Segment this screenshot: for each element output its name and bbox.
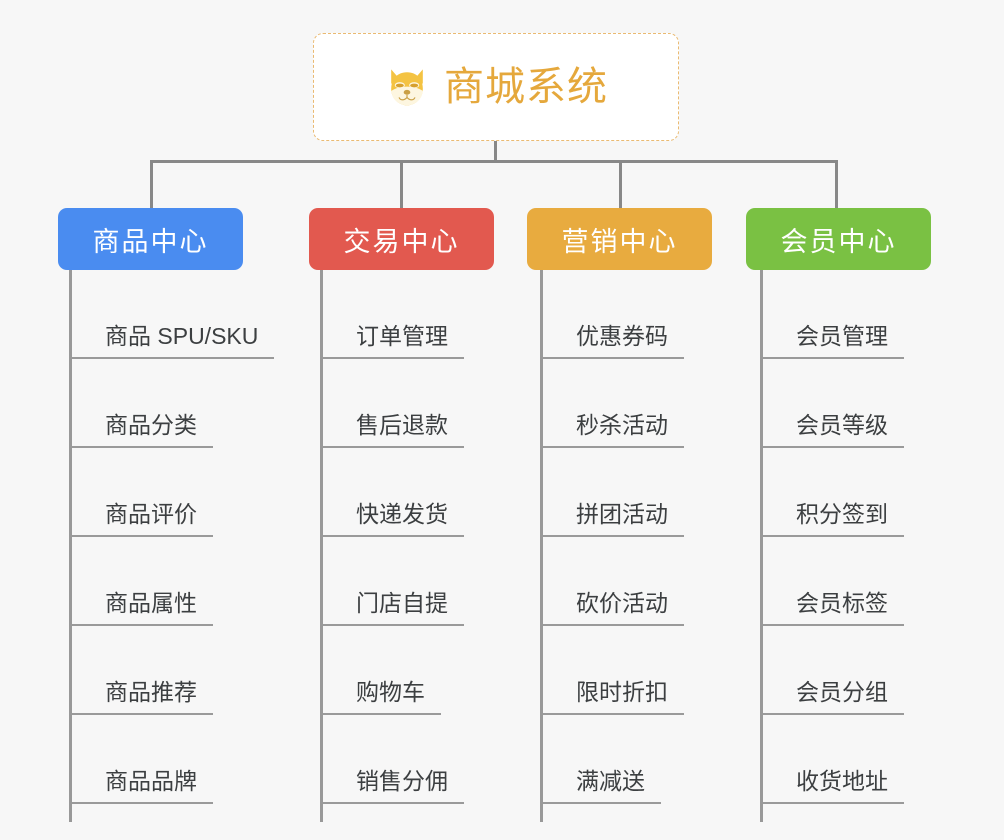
leaf-item[interactable]: 砍价活动 xyxy=(540,537,770,626)
leaf-label: 商品推荐 xyxy=(72,679,213,715)
leaf-label: 优惠券码 xyxy=(543,323,684,359)
leaf-item[interactable]: 拼团活动 xyxy=(540,448,770,537)
leaf-label: 商品属性 xyxy=(72,590,213,626)
leaf-label: 商品分类 xyxy=(72,412,213,448)
leaf-label: 会员管理 xyxy=(763,323,904,359)
column-spine xyxy=(320,270,323,822)
leaf-item[interactable]: 会员分组 xyxy=(760,626,990,715)
leaf-label: 会员分组 xyxy=(763,679,904,715)
leaf-item[interactable]: 售后退款 xyxy=(320,359,550,448)
leaf-label: 商品评价 xyxy=(72,501,213,537)
leaf-label: 积分签到 xyxy=(763,501,904,537)
leaf-label: 拼团活动 xyxy=(543,501,684,537)
dog-face-icon xyxy=(391,69,423,106)
leaf-item[interactable]: 会员标签 xyxy=(760,537,990,626)
leaf-column-trade: 订单管理 售后退款 快递发货 门店自提 购物车 销售分佣 xyxy=(320,270,550,822)
leaf-label: 销售分佣 xyxy=(323,768,464,804)
leaf-item[interactable]: 商品品牌 xyxy=(69,715,299,804)
dog-nose xyxy=(403,89,411,95)
leaf-label: 订单管理 xyxy=(323,323,464,359)
leaf-item[interactable]: 优惠券码 xyxy=(540,270,770,359)
leaf-column-product: 商品 SPU/SKU 商品分类 商品评价 商品属性 商品推荐 商品品牌 xyxy=(69,270,299,822)
leaf-label: 售后退款 xyxy=(323,412,464,448)
leaf-item[interactable]: 秒杀活动 xyxy=(540,359,770,448)
leaf-item[interactable]: 商品评价 xyxy=(69,448,299,537)
leaf-item[interactable]: 会员管理 xyxy=(760,270,990,359)
leaf-label: 砍价活动 xyxy=(543,590,684,626)
leaf-item[interactable]: 商品推荐 xyxy=(69,626,299,715)
leaf-item[interactable]: 门店自提 xyxy=(320,537,550,626)
category-label: 交易中心 xyxy=(343,226,460,257)
category-box-marketing[interactable]: 营销中心 xyxy=(527,208,712,270)
leaf-label: 收货地址 xyxy=(763,768,904,804)
column-spine xyxy=(69,270,72,822)
leaf-label: 商品品牌 xyxy=(72,768,213,804)
leaf-item[interactable]: 满减送 xyxy=(540,715,770,804)
leaf-item[interactable]: 积分签到 xyxy=(760,448,990,537)
column-spine xyxy=(760,270,763,822)
leaf-label: 商品 SPU/SKU xyxy=(72,323,275,359)
leaf-label: 会员等级 xyxy=(763,412,904,448)
leaf-item[interactable]: 会员等级 xyxy=(760,359,990,448)
leaf-column-member: 会员管理 会员等级 积分签到 会员标签 会员分组 收货地址 xyxy=(760,270,990,822)
column-spine xyxy=(540,270,543,822)
root-node[interactable]: 商城系统 xyxy=(313,33,679,141)
leaf-item[interactable]: 收货地址 xyxy=(760,715,990,804)
leaf-item[interactable]: 商品分类 xyxy=(69,359,299,448)
category-box-product[interactable]: 商品中心 xyxy=(58,208,243,270)
leaf-item[interactable]: 销售分佣 xyxy=(320,715,550,804)
leaf-label: 限时折扣 xyxy=(543,679,684,715)
leaf-label: 快递发货 xyxy=(323,501,464,537)
leaf-label: 购物车 xyxy=(323,679,441,715)
category-label: 会员中心 xyxy=(780,226,897,257)
root-title: 商城系统 xyxy=(444,65,608,109)
leaf-label: 秒杀活动 xyxy=(543,412,684,448)
category-label: 营销中心 xyxy=(561,226,678,257)
leaf-item[interactable]: 快递发货 xyxy=(320,448,550,537)
leaf-item[interactable]: 限时折扣 xyxy=(540,626,770,715)
leaf-item[interactable]: 商品属性 xyxy=(69,537,299,626)
leaf-item[interactable]: 订单管理 xyxy=(320,270,550,359)
leaf-label: 门店自提 xyxy=(323,590,464,626)
leaf-column-marketing: 优惠券码 秒杀活动 拼团活动 砍价活动 限时折扣 满减送 xyxy=(540,270,770,822)
leaf-label: 会员标签 xyxy=(763,590,904,626)
leaf-item[interactable]: 商品 SPU/SKU xyxy=(69,270,299,359)
category-label: 商品中心 xyxy=(92,226,209,257)
category-box-member[interactable]: 会员中心 xyxy=(746,208,931,270)
leaf-label: 满减送 xyxy=(543,768,661,804)
category-box-trade[interactable]: 交易中心 xyxy=(309,208,494,270)
leaf-item[interactable]: 购物车 xyxy=(320,626,550,715)
